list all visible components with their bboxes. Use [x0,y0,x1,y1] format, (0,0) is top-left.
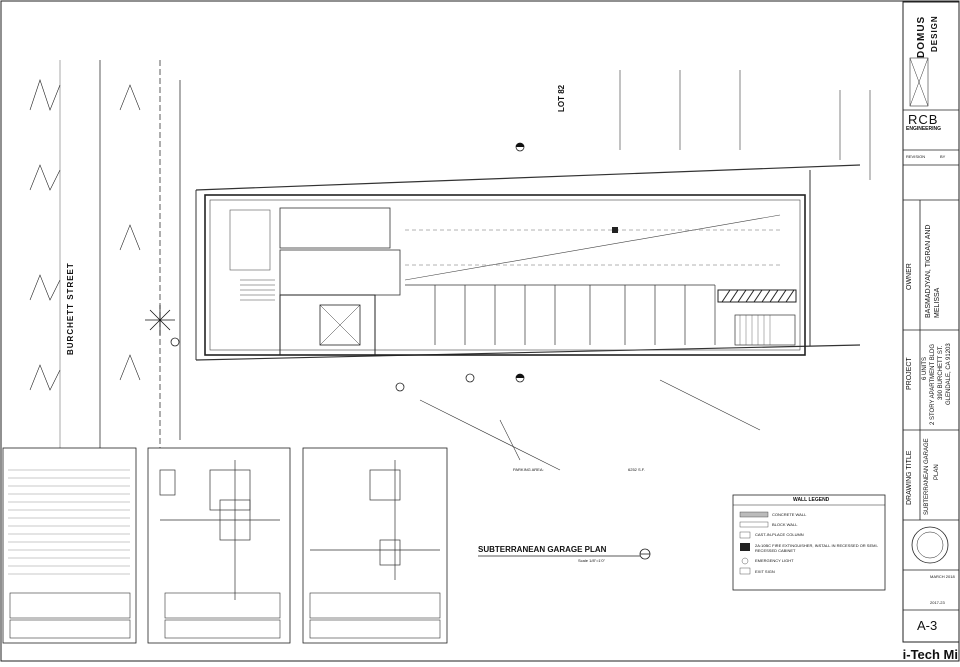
engineering-logo: RCB [908,112,939,127]
project-line2: 2 STORY APARTMENT BLDG [930,343,936,425]
legend-column: CAST-IN-PLACE COLUMN [755,532,804,537]
drawing-title-line1: SUBTERRANEAN GARAGE [924,438,930,515]
drawing-title-heading: DRAWING TITLE [906,450,913,505]
drawing-title-label: SUBTERRANEAN GARAGE PLAN [478,545,607,554]
project-heading: PROJECT [906,357,913,390]
date-value: MARCH 2018 [930,574,955,579]
lot-label: LOT 82 [557,84,566,112]
revision-label: REVISION [906,154,926,159]
job-value: 2017-23 [930,600,945,605]
legend-emergency-light: EMERGENCY LIGHT [755,558,794,563]
firm-name-line2: DESIGN [930,15,939,52]
firm-name-line1: DOMUS [916,15,927,58]
legend-fire-extinguisher: 2A:10BC FIRE EXTINGUISHER, INSTALL IN RE… [755,543,878,553]
engineering-sub: ENGINEERING [906,126,942,132]
sheet-number: A-3 [917,618,938,633]
drawing-title-line2: PLAN [934,464,940,480]
parking-area-label: PARKING AREA: [513,467,544,472]
project-line4: GLENDALE, CA 91203 [946,343,952,405]
project-line3: 390 BURCHETT ST. [938,345,944,400]
legend-concrete-wall: CONCRETE WALL [772,512,807,517]
street-name: BURCHETT STREET [66,262,75,355]
watermark-text: i-Tech Mi [902,647,958,662]
plan-scale: Scale 1/8"=1'0" [578,558,606,563]
project-line1: 6 UNITS [922,356,928,380]
owner-heading: OWNER [906,263,913,290]
owner-names: BASMADJYAN, TIGRAN AND MELISSA [925,224,941,318]
wall-legend-title: WALL LEGEND [793,497,830,503]
legend-exit-sign: EXIT SIGN [755,569,775,574]
legend-block-wall: BLOCK WALL [772,522,798,527]
by-label: BY [940,154,946,159]
parking-area-value: 6252 S.F. [628,467,645,472]
